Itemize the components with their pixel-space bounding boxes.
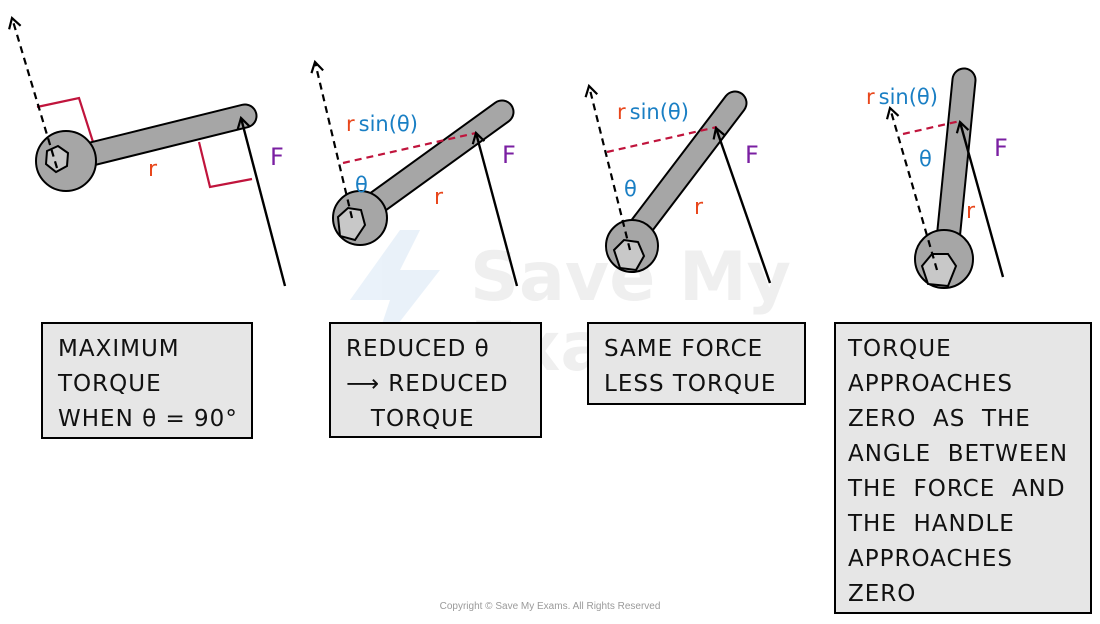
force-label: F — [270, 143, 284, 171]
dashed-line-of-action — [584, 83, 632, 251]
right-angle-marker — [197, 141, 253, 189]
caption-line: APPROACHES — [848, 546, 1013, 572]
force-label: F — [994, 134, 1008, 162]
r-label: r — [694, 195, 704, 220]
caption-box-3: SAME FORCE LESS TORQUE — [587, 322, 806, 405]
caption-line: ⟶ REDUCED — [346, 371, 509, 397]
caption-box-4: TORQUE APPROACHES ZERO AS THE ANGLE BETW… — [834, 322, 1092, 614]
caption-line: TORQUE — [848, 336, 952, 362]
caption-line: ANGLE BETWEEN — [848, 441, 1069, 467]
theta-label: θ — [919, 147, 932, 171]
caption-line: TORQUE — [58, 371, 162, 397]
theta-label: θ — [355, 173, 368, 197]
force-arrow — [712, 125, 772, 284]
caption-line: SAME FORCE — [604, 336, 764, 362]
caption-line: THE FORCE AND — [848, 476, 1066, 502]
wrench — [35, 103, 258, 192]
nut — [612, 238, 646, 272]
dashed-line-of-action — [310, 59, 354, 219]
nut — [920, 253, 958, 288]
caption-box-1: MAXIMUM TORQUE WHEN θ = 90° — [41, 322, 253, 439]
nut — [336, 206, 367, 242]
wrench — [332, 99, 515, 246]
force-arrow — [236, 115, 287, 287]
dashed-line-of-action — [8, 15, 59, 169]
caption-line: APPROACHES — [848, 371, 1013, 397]
caption-line: REDUCED θ — [346, 336, 490, 362]
theta-label: θ — [624, 177, 637, 201]
wrench — [914, 67, 977, 289]
perpendicular-distance — [606, 125, 718, 154]
force-label: F — [745, 141, 759, 169]
caption-line: WHEN θ = 90° — [58, 406, 238, 432]
right-angle-marker — [36, 96, 95, 143]
caption-box-2: REDUCED θ ⟶ REDUCED TORQUE — [329, 322, 542, 438]
copyright-notice: Copyright © Save My Exams. All Rights Re… — [439, 601, 661, 612]
caption-line: TORQUE — [346, 406, 475, 432]
force-arrow — [955, 119, 1005, 278]
r-label: r — [148, 157, 158, 182]
caption-line: ZERO AS THE — [848, 406, 1031, 432]
r-label: r — [434, 185, 444, 210]
r-label: r — [966, 199, 976, 224]
caption-line: THE HANDLE — [848, 511, 1015, 537]
perpendicular-distance — [902, 119, 961, 136]
caption-line: MAXIMUM — [58, 336, 180, 362]
caption-line: LESS TORQUE — [604, 371, 777, 397]
force-label: F — [502, 141, 516, 169]
force-arrow — [471, 130, 519, 287]
perpendicular-distance — [342, 131, 477, 165]
dashed-line-of-action — [885, 105, 939, 271]
caption-line: ZERO — [848, 581, 917, 607]
panel-1: r F — [8, 15, 287, 287]
